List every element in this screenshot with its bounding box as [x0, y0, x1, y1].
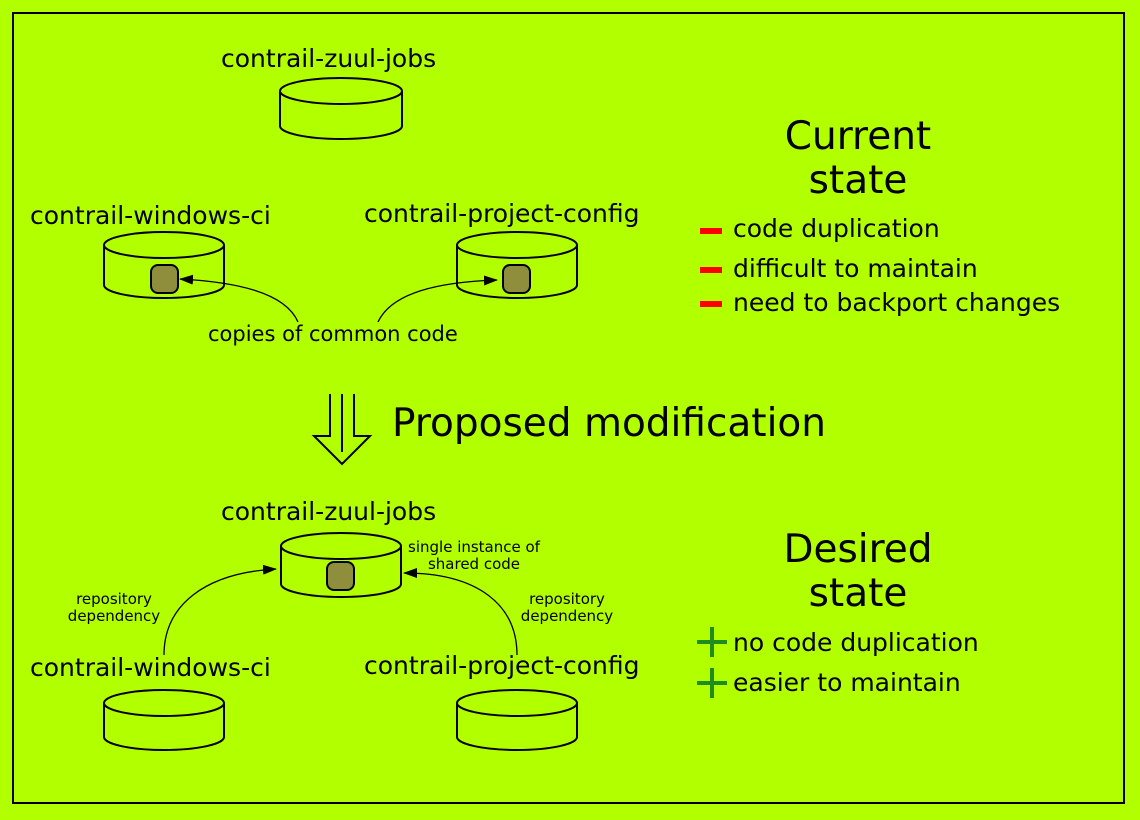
repo-cylinder-current-project-config: [456, 231, 578, 299]
repo-cylinder-current-zuul-jobs: [279, 77, 403, 140]
repo-label-current-project-config: contrail-project-config: [364, 199, 640, 228]
shared-code-label: single instance of shared code: [405, 539, 543, 572]
dependency-label-left-line2: dependency: [67, 606, 161, 625]
desired-state-heading-line1: Desired: [783, 527, 933, 572]
dependency-label-right: repository dependency: [507, 591, 627, 624]
repo-cylinder-current-windows-ci: [103, 231, 225, 299]
proposed-modification-label: Proposed modification: [392, 401, 827, 446]
copy-arrow-right: [377, 275, 498, 323]
benefit-item: easier to maintain: [733, 668, 961, 697]
repo-cylinder-desired-windows-ci: [103, 689, 225, 751]
minus-icon: [700, 228, 722, 234]
code-block-shared: [326, 561, 355, 591]
repo-label-current-windows-ci: contrail-windows-ci: [30, 201, 271, 230]
plus-icon: [697, 668, 727, 698]
copy-arrow-left: [179, 274, 299, 323]
plus-icon: [697, 627, 727, 657]
current-state-heading-line2: state: [808, 157, 908, 203]
dependency-label-right-line2: dependency: [520, 606, 614, 625]
repo-cylinder-desired-project-config: [456, 689, 578, 751]
drawback-item: need to backport changes: [733, 288, 1061, 317]
shared-code-pointer-arrow: [403, 568, 518, 656]
minus-icon: [700, 301, 722, 307]
double-down-arrow-icon: [311, 394, 373, 466]
shared-code-label-line1: single instance of: [408, 538, 540, 556]
repo-label-desired-zuul-jobs: contrail-zuul-jobs: [221, 497, 437, 526]
current-state-heading: Current state: [758, 115, 958, 202]
code-block-project-config: [502, 264, 531, 294]
desired-state-heading-line2: state: [808, 570, 908, 616]
repo-label-desired-windows-ci: contrail-windows-ci: [30, 653, 271, 682]
diagram-frame: [12, 12, 1125, 804]
dependency-label-left: repository dependency: [54, 591, 174, 624]
current-state-heading-line1: Current: [784, 114, 932, 159]
dependency-label-right-line1: repository: [529, 590, 605, 608]
minus-icon: [700, 267, 722, 273]
repo-label-current-zuul-jobs: contrail-zuul-jobs: [221, 44, 437, 73]
dependency-arrow-left: [163, 564, 277, 656]
code-block-windows-ci: [150, 264, 179, 294]
copies-of-common-code-label: copies of common code: [208, 322, 458, 346]
benefit-item: no code duplication: [733, 628, 979, 657]
shared-code-label-line2: shared code: [427, 554, 521, 573]
repo-cylinder-desired-zuul-jobs: [280, 532, 402, 598]
drawback-item: difficult to maintain: [733, 254, 978, 283]
repo-label-desired-project-config: contrail-project-config: [364, 651, 640, 680]
desired-state-heading: Desired state: [758, 528, 958, 615]
dependency-label-left-line1: repository: [76, 590, 152, 608]
drawback-item: code duplication: [733, 214, 940, 243]
